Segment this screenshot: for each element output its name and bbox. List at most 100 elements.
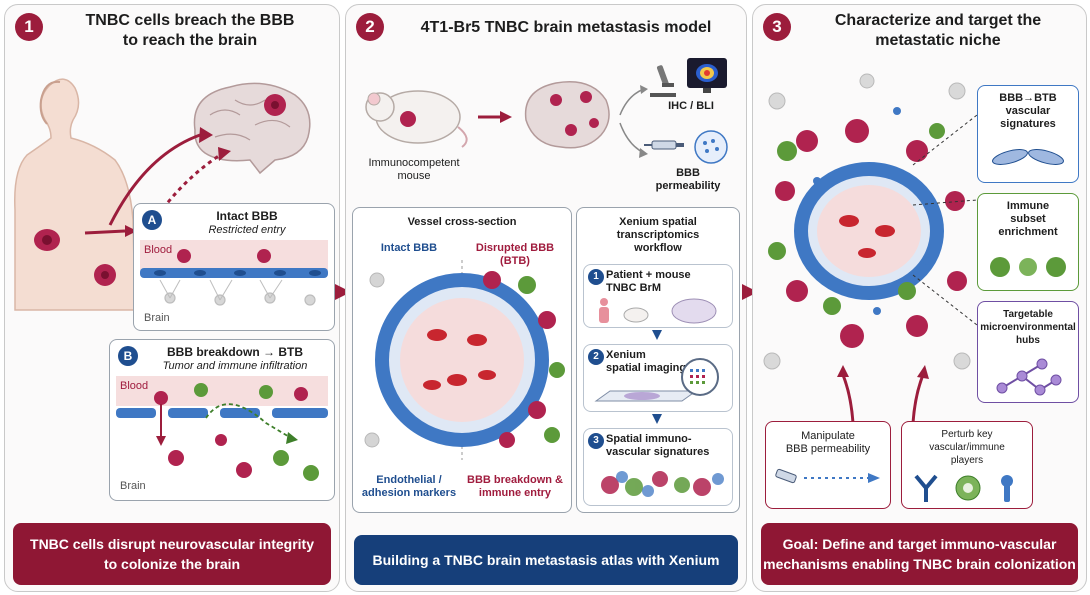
box-b-brain-label: Brain [120, 480, 146, 492]
vascular-cells-icon [992, 149, 1064, 165]
panel-3-title: Characterize and target the metastatic n… [793, 11, 1083, 51]
panel-1-footer: TNBC cells disrupt neurovascular integri… [13, 523, 331, 585]
action-2-line1: Perturb key [941, 429, 993, 440]
dye-circle-icon [694, 130, 728, 164]
action-2-line3: players [950, 455, 984, 466]
xenium-step-3-number: 3 [588, 433, 604, 449]
side-box-2-line1: Immune [1006, 200, 1050, 212]
xenium-step-1-line1: Patient + mouse [606, 269, 691, 281]
panel-3-footer-line1: Goal: Define and target immuno-vascular [782, 536, 1057, 552]
mouse-brain-illustration [524, 81, 610, 149]
vessel-bottom-right-label: BBB breakdown & immune entry [461, 474, 569, 500]
panel-1-number: 1 [15, 13, 43, 41]
side-box-vascular-signatures: BBB→BTB vascular signatures [977, 85, 1079, 183]
callout-lines [912, 114, 978, 326]
panel-2-footer: Building a TNBC brain metastasis atlas w… [354, 535, 738, 585]
arrow-mouse-to-brain [478, 111, 512, 123]
mouse-label-line1: Immunocompetent [368, 157, 460, 169]
disrupted-endothelium-b [116, 383, 328, 481]
action-box-manipulate-bbb: Manipulate BBB permeability [765, 421, 891, 509]
syringe-icon [644, 140, 684, 150]
xenium-step-3-label: Spatial immuno- vascular signatures [606, 433, 709, 459]
panel-3-number: 3 [763, 13, 791, 41]
xenium-step-1-label: Patient + mouse TNBC BrM [606, 269, 691, 295]
box-a-subtitle: Restricted entry [208, 224, 286, 236]
blood-zone-a [140, 240, 328, 270]
spatial-signature-cloud [601, 471, 724, 497]
side-box-1-line3: signatures [1000, 118, 1056, 130]
mouse-illustration [365, 90, 468, 148]
immune-cells-icon [990, 257, 1066, 277]
box-intact-bbb: A Intact BBB Restricted entry Blood Brai… [133, 203, 335, 331]
antibody-cell-receptor-icons [914, 474, 1013, 502]
vessel-right-label: Disrupted BBB (BTB) [475, 242, 555, 267]
xenium-step-2-number: 2 [588, 349, 604, 365]
panel-2: 2 4T1-Br5 TNBC brain metastasis model Im… [345, 4, 747, 592]
xenium-slide-icon [594, 358, 719, 402]
box-a-title: Intact BBB [216, 209, 278, 223]
panel-1-title-line2: to reach the brain [122, 32, 258, 49]
intervention-arrows [837, 365, 929, 424]
side-box-2-line3: enrichment [998, 226, 1058, 238]
mouse-label-line2: mouse [397, 170, 431, 182]
side-box-3-line1: Targetable [1003, 309, 1053, 320]
side-box-targetable-hubs: Targetable microenvironmental hubs [977, 301, 1079, 403]
action-2-line2: vascular/immune [929, 442, 1005, 453]
arrow-panel1-to-panel2 [335, 284, 351, 300]
box-b-title: BBB breakdown → BTB [166, 345, 303, 359]
panel-1-footer-line2: to colonize the brain [103, 556, 241, 572]
side-box-3-line3: hubs [1016, 335, 1040, 346]
vessel-left-label: Intact BBB [380, 242, 438, 254]
action-1-line2: BBB permeability [785, 443, 871, 455]
panel-3-footer: Goal: Define and target immuno-vascular … [761, 523, 1078, 585]
patient-body-illustration [14, 78, 136, 311]
xenium-step-1-number: 1 [588, 269, 604, 285]
box-b-letter: B [118, 346, 138, 366]
xenium-step-2: 2 Xenium spatial imaging [583, 344, 733, 412]
vessel-cross-section-drawing [364, 260, 565, 460]
panel-3-footer-line2: mechanisms enabling TNBC brain colonizat… [763, 556, 1076, 572]
panel-3: 3 Characterize and target the metastatic… [752, 4, 1087, 592]
panel-1-title-line1: TNBC cells breach the BBB [85, 12, 295, 29]
step-arrow-2 [652, 414, 662, 424]
side-box-1-line1: BBB→BTB [999, 92, 1057, 104]
xenium-workflow-card: Xenium spatial transcriptomics workflow … [576, 207, 740, 513]
xenium-title-line3: workflow [634, 242, 682, 254]
ihc-bli-label: IHC / BLI [668, 100, 714, 112]
box-bbb-breakdown: B BBB breakdown → BTB Tumor and immune i… [109, 339, 335, 501]
vessel-bottom-right-line1: BBB breakdown & [467, 474, 563, 486]
microscope-icon [650, 65, 676, 97]
patient-mouse-icons [599, 298, 717, 324]
panel-1-title: TNBC cells breach the BBB to reach the b… [45, 11, 335, 51]
vessel-bottom-left-line2: adhesion markers [361, 487, 457, 499]
box-b-blood-label: Blood [120, 380, 149, 392]
panel-1-footer-line1: TNBC cells disrupt neurovascular integri… [30, 536, 314, 552]
network-hub-icon [996, 358, 1062, 396]
action-2-label: Perturb key vascular/immune players [902, 428, 1032, 467]
blood-zone-b [116, 376, 328, 406]
tumor-cells-blood-a [177, 249, 271, 263]
arrow-panel2-to-panel3 [742, 284, 758, 300]
xenium-title-line1: Xenium spatial [619, 216, 697, 228]
xenium-title: Xenium spatial transcriptomics workflow [577, 216, 739, 255]
side-box-2-label: Immune subset enrichment [978, 200, 1078, 239]
bbb-permeability-label: BBB permeability [638, 167, 738, 193]
metastasis-arrows [84, 127, 231, 286]
vessel-bottom-left-line1: Endothelial / [376, 474, 442, 486]
action-box-perturb-players: Perturb key vascular/immune players [901, 421, 1033, 509]
vessel-bottom-left-label: Endothelial / adhesion markers [359, 474, 459, 500]
xenium-title-line2: transcriptomics [616, 229, 700, 241]
endothelial-layer-a [140, 268, 328, 306]
mouse-label: Immunocompetent mouse [354, 157, 474, 183]
metastatic-niche-illustration [763, 73, 971, 370]
xenium-step-3-line2: vascular signatures [606, 446, 710, 458]
side-box-immune-enrichment: Immune subset enrichment [977, 193, 1079, 291]
xenium-step-1-line2: TNBC BrM [606, 282, 661, 294]
panel-3-title-line1: Characterize and target the [834, 12, 1042, 29]
side-box-3-label: Targetable microenvironmental hubs [978, 308, 1078, 347]
bbb-permeability-line1: BBB [676, 167, 700, 179]
box-a-letter: A [142, 210, 162, 230]
xenium-step-2-line2: spatial imaging [606, 362, 687, 374]
step-arrow-1 [652, 330, 662, 340]
xenium-step-2-label: Xenium spatial imaging [606, 349, 686, 375]
